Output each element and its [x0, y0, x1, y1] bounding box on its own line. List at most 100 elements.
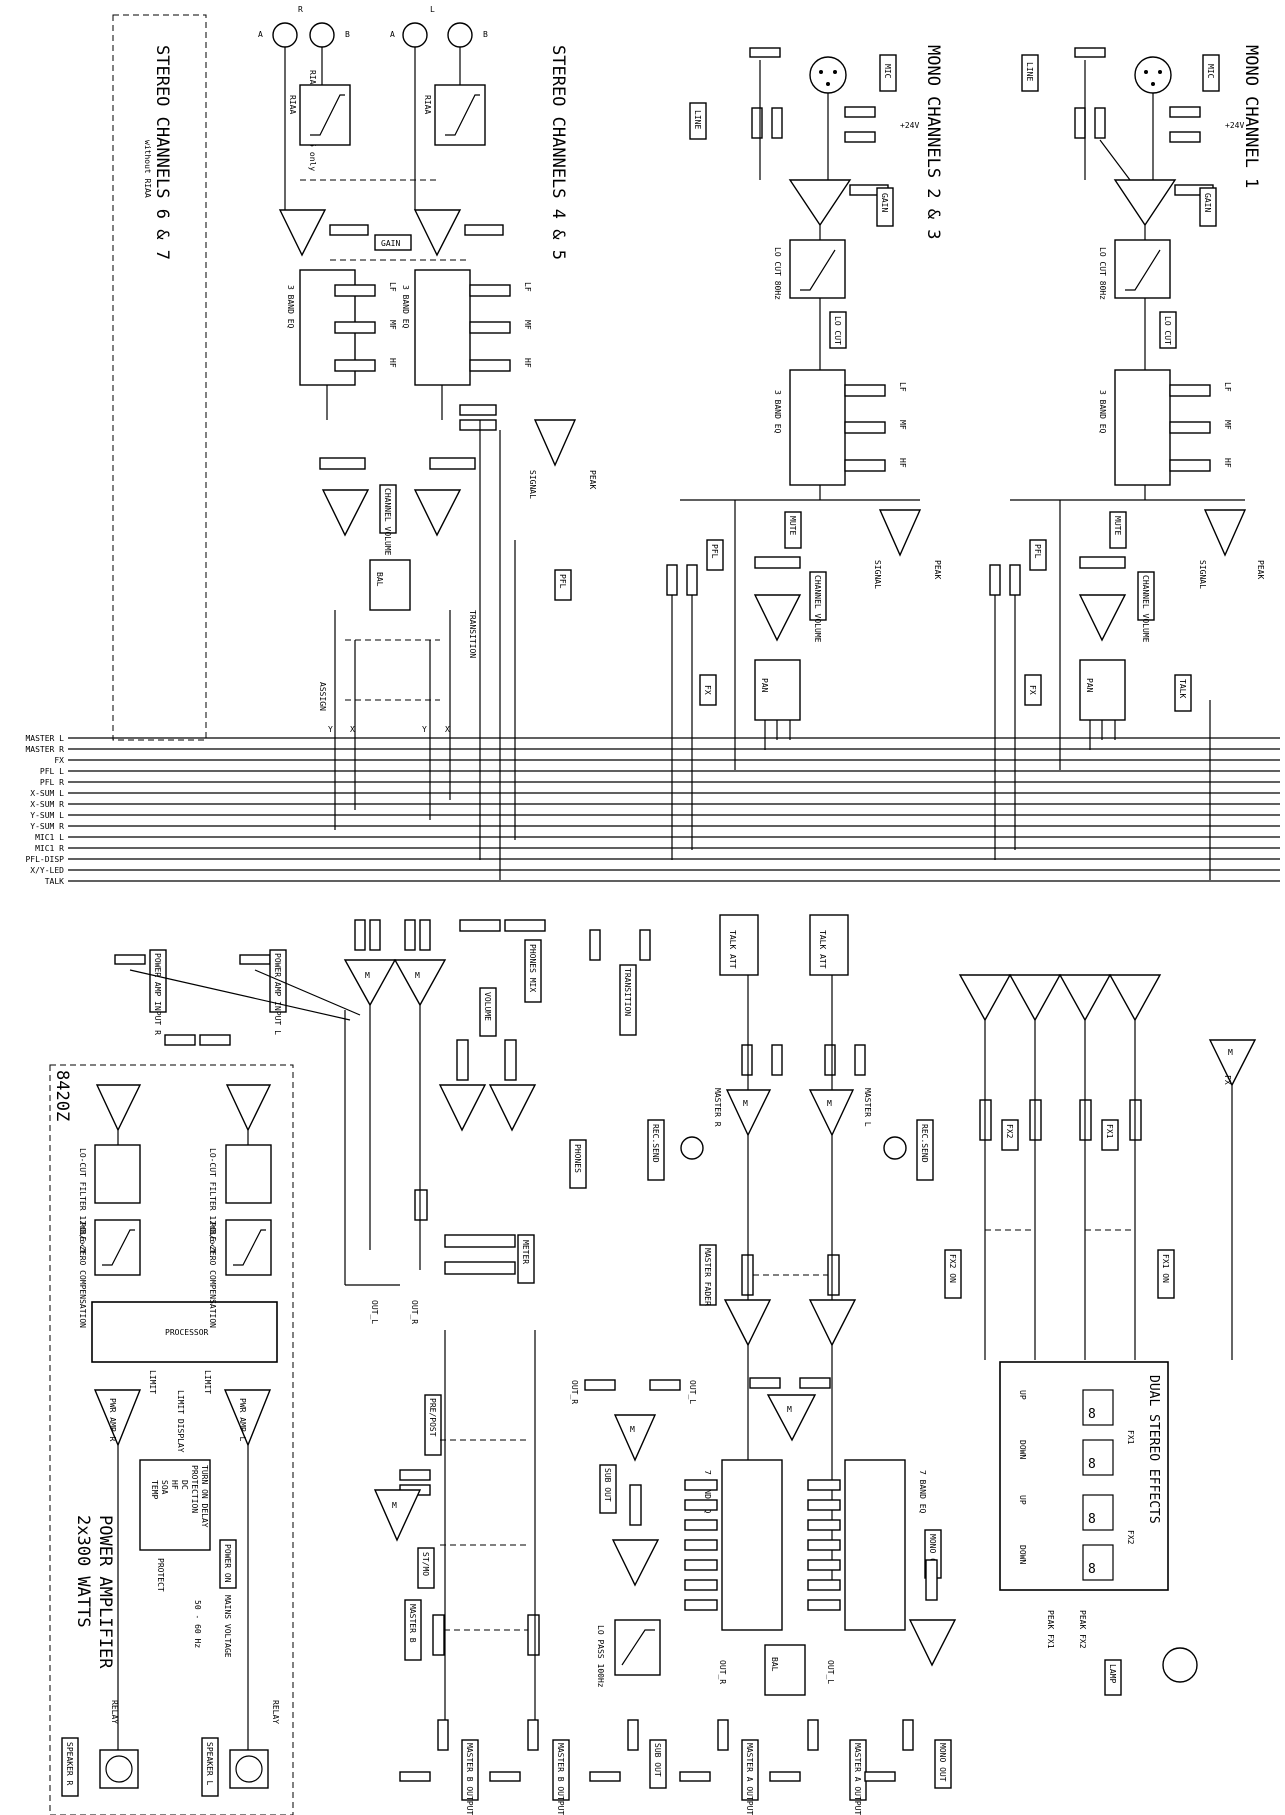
protection-item: TEMP	[150, 1480, 159, 1499]
title-mono-channel-1: MONO CHANNEL 1	[1241, 45, 1261, 188]
lamp-xlr-icon	[1162, 1647, 1198, 1683]
resistor-icon	[844, 106, 876, 118]
gain-pot-icon	[329, 224, 369, 236]
talk-label: TALK	[1178, 679, 1187, 698]
y-label: Y	[328, 725, 333, 734]
jack-icon	[864, 1771, 896, 1782]
pot-icon	[456, 1039, 469, 1081]
gain-label-box	[876, 187, 894, 227]
jack-icon	[239, 954, 271, 965]
bus-label: TALK	[45, 877, 64, 886]
out-l-label: OUT_L	[826, 1660, 835, 1684]
lo-cut-switch-box	[1159, 311, 1177, 349]
gain-label: GAIN	[1203, 193, 1212, 212]
peak-detector-icon	[533, 419, 577, 467]
fx1-on-label-box	[1157, 1249, 1175, 1299]
peak-fx1-label: PEAK FX1	[1046, 1610, 1055, 1649]
pfl-label: PFL	[710, 544, 719, 559]
gain-amp-icon	[788, 179, 852, 227]
resistor-icon	[686, 564, 698, 596]
output-jacks: MASTER B OUTPUT L MASTER B OUTPUT L SUB …	[399, 1719, 952, 1815]
hz-label: 50 - 60 Hz	[193, 1600, 202, 1648]
jack-b-label: B	[345, 30, 350, 39]
mf-label: MF	[523, 320, 532, 330]
dual-stereo-effects-unit: 8 8 8 8 FX1 FX2 UP DOWN UP DOWN PEAK FX1…	[999, 1361, 1198, 1696]
fx1-label: FX1	[1105, 1124, 1114, 1139]
master-b-label-box	[404, 1599, 422, 1661]
bus-label: PFL L	[40, 767, 64, 776]
channel-volume-label-box	[809, 571, 827, 621]
master-r-label: MASTER R	[713, 1088, 722, 1127]
mic-label: MIC	[1206, 64, 1215, 79]
fx-return-amp-icon	[958, 974, 1012, 1022]
effects-panel	[999, 1361, 1169, 1591]
rec-send-label: REC.SEND	[920, 1124, 929, 1163]
fader-icon	[432, 1614, 445, 1656]
pan-label: PAN	[760, 678, 769, 693]
resistor-icon	[1169, 131, 1201, 143]
power-amp-region	[49, 1064, 294, 1815]
protect-label: PROTECT	[156, 1558, 165, 1592]
pan-icon	[1079, 659, 1126, 721]
rca-jack-icon	[402, 22, 428, 48]
pwr-amp-l-label: PWR AMP L	[238, 1398, 247, 1442]
pfl-switch-box	[554, 569, 572, 601]
assign-label: ASSIGN	[318, 682, 327, 711]
eq-pot-icon	[807, 1579, 841, 1591]
mic-xlr-icon	[1134, 56, 1172, 94]
power-amp-input-l-label: POWER AMP INPUT L	[273, 953, 282, 1035]
mf-pot-icon	[469, 321, 511, 334]
mic-label: MIC	[883, 64, 892, 79]
gain-label-box	[1199, 187, 1217, 227]
master-section: TALK ATT TALK ATT M M MASTER R MASTER L …	[647, 914, 934, 1590]
resistor-icon	[989, 564, 1001, 596]
mute-switch-box	[784, 511, 802, 549]
bal-label: BAL	[770, 1657, 779, 1672]
lf-label: LF	[388, 282, 397, 292]
hf-label: HF	[1223, 458, 1232, 468]
title-power-watts: 2x300 WATTS	[73, 1515, 93, 1628]
out-l-label: OUT_L	[688, 1380, 697, 1404]
pot-icon	[504, 919, 546, 932]
mono-out-amp-icon	[908, 1619, 957, 1667]
mains-label: MAINS VOLTAGE	[223, 1595, 232, 1658]
resistor-icon	[419, 919, 431, 951]
resistor-icon	[459, 404, 497, 416]
jack-icon	[679, 1771, 711, 1782]
fx-send-box	[1024, 674, 1042, 706]
resistor-icon	[1094, 107, 1106, 139]
bus-label: MIC1 R	[35, 844, 64, 853]
mono-out-output-label: MONO OUT	[938, 1743, 947, 1782]
master-l-label: MASTER L	[863, 1088, 872, 1127]
bus-label: X-SUM R	[30, 800, 64, 809]
peak-label: PEAK	[588, 470, 597, 489]
lo-cut-filter-label: LO-CUT FILTER 12dB/oct.	[78, 1148, 87, 1259]
phones-mix-label: PHONES MIX	[528, 944, 537, 992]
resistor-icon	[717, 1719, 729, 1751]
three-band-eq-icon	[789, 369, 846, 486]
input-amp-icon	[95, 1084, 142, 1132]
resistor-icon	[404, 919, 416, 951]
lf-pot-icon	[1169, 384, 1211, 397]
fx-label: FX	[703, 685, 712, 695]
line-label-box	[689, 102, 707, 140]
st-mo-sum-amp-icon	[373, 1489, 422, 1542]
master-amp-icon	[725, 1089, 772, 1137]
pfl-label: PFL	[558, 574, 567, 589]
processor-box	[91, 1301, 278, 1363]
up-label: UP	[1018, 1390, 1027, 1400]
eq-pot-icon	[684, 1519, 718, 1531]
channel-volume-label: CHANNEL VOLUME	[813, 575, 822, 643]
jack-icon	[589, 1771, 621, 1782]
phones-mix-label-box	[524, 939, 542, 1003]
speaker-l-label-box	[201, 1737, 219, 1797]
gain-label-box	[374, 234, 412, 251]
volume-amp-icon	[753, 594, 802, 642]
three-band-eq-icon	[1114, 369, 1171, 486]
title-mono-channels-2-3: MONO CHANNELS 2 & 3	[923, 45, 943, 239]
lo-cut-filter-label: LO-CUT FILTER 12dB/oct.	[208, 1148, 217, 1259]
bal-icon	[764, 1644, 806, 1696]
st-mo-label: ST/MO	[421, 1552, 430, 1576]
hf-label: HF	[898, 458, 907, 468]
bus-label: MASTER R	[25, 745, 64, 754]
